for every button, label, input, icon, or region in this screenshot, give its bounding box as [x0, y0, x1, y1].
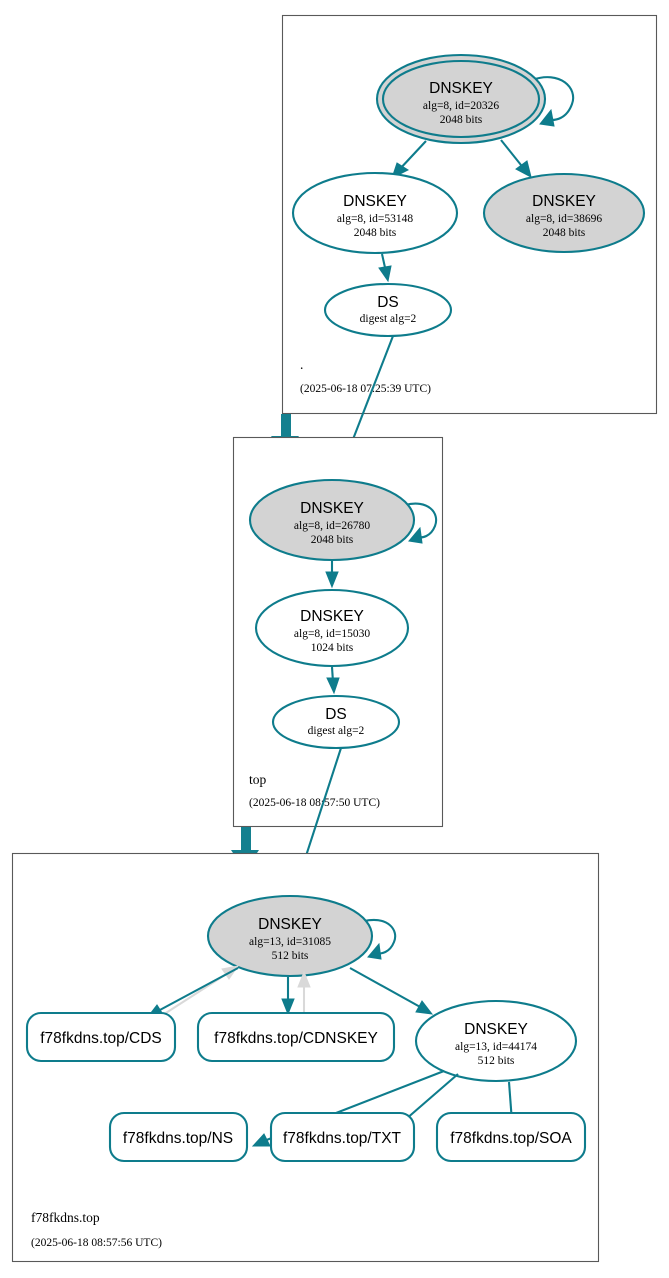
zone-top-name: top [249, 772, 267, 787]
zone-root: DNSKEY alg=8, id=20326 2048 bits DNSKEY … [281, 14, 658, 415]
node-leaf-ksk-shape [206, 894, 374, 978]
node-rr-ns-label: f78fkdns.top/NS [123, 1130, 233, 1147]
node-root-zsk-53148-shape [291, 171, 459, 255]
node-rr-cds[interactable]: f78fkdns.top/CDS [25, 1011, 177, 1063]
node-rr-cds-label: f78fkdns.top/CDS [40, 1030, 161, 1047]
zone-f78fkdns-top-name: f78fkdns.top [31, 1210, 100, 1225]
node-root-zsk-53148-size: 2048 bits [354, 227, 397, 239]
node-rr-cdnskey-label: f78fkdns.top/CDNSKEY [214, 1030, 378, 1047]
zone-top: DNSKEY alg=8, id=26780 2048 bits DNSKEY … [232, 436, 444, 828]
edge-top-zsk-to-ds [326, 666, 340, 695]
zone-root-timestamp: (2025-06-18 07:25:39 UTC) [300, 383, 431, 395]
edge-root-zsk53148-to-ds [378, 253, 392, 283]
edge-leaf-ksk-self-loop [363, 918, 397, 960]
node-leaf-zsk-title: DNSKEY [464, 1021, 528, 1038]
edge-cdnskey-to-leaf-ksk-reference [297, 970, 311, 1014]
edge-top-ksk-to-zsk [325, 561, 339, 589]
node-root-zsk-38696[interactable]: DNSKEY alg=8, id=38696 2048 bits [482, 172, 646, 254]
node-root-ksk-inner-ring [381, 59, 541, 139]
node-root-ds[interactable]: DS digest alg=2 [323, 282, 453, 338]
node-leaf-ksk-size: 512 bits [272, 950, 309, 962]
node-top-ds-params: digest alg=2 [308, 725, 365, 737]
node-rr-ns[interactable]: f78fkdns.top/NS [108, 1111, 249, 1163]
node-root-ksk-title: DNSKEY [429, 80, 493, 97]
node-top-ksk-title: DNSKEY [300, 500, 364, 517]
node-top-zsk-size: 1024 bits [311, 642, 354, 654]
node-top-ds[interactable]: DS digest alg=2 [271, 694, 401, 750]
node-top-ds-shape [271, 694, 401, 750]
node-root-zsk-38696-title: DNSKEY [532, 193, 596, 210]
node-leaf-zsk-size: 512 bits [478, 1055, 515, 1067]
node-top-zsk-shape [254, 588, 410, 668]
node-top-ksk[interactable]: DNSKEY alg=8, id=26780 2048 bits [248, 478, 416, 562]
zone-f78fkdns-top: DNSKEY alg=13, id=31085 512 bits [11, 852, 600, 1263]
node-top-ksk-size: 2048 bits [311, 534, 354, 546]
node-top-ksk-shape [248, 478, 416, 562]
zone-top-timestamp: (2025-06-18 08:57:50 UTC) [249, 797, 380, 809]
zone-f78fkdns-top-timestamp: (2025-06-18 08:57:56 UTC) [31, 1237, 162, 1249]
node-root-ksk-size: 2048 bits [440, 114, 483, 126]
node-top-zsk-params: alg=8, id=15030 [294, 628, 370, 640]
node-leaf-ksk[interactable]: DNSKEY alg=13, id=31085 512 bits [206, 894, 374, 978]
node-leaf-zsk-shape [414, 999, 578, 1083]
node-rr-cdnskey[interactable]: f78fkdns.top/CDNSKEY [196, 1011, 396, 1063]
node-top-zsk-title: DNSKEY [300, 608, 364, 625]
node-rr-txt-shape [269, 1111, 416, 1163]
node-root-ds-shape [323, 282, 453, 338]
node-leaf-ksk-title: DNSKEY [258, 916, 322, 933]
node-rr-soa[interactable]: f78fkdns.top/SOA [435, 1111, 587, 1163]
node-leaf-zsk[interactable]: DNSKEY alg=13, id=44174 512 bits [414, 999, 578, 1083]
node-root-zsk-38696-size: 2048 bits [543, 227, 586, 239]
node-rr-cds-shape [25, 1011, 177, 1063]
node-root-ksk[interactable]: DNSKEY alg=8, id=20326 2048 bits [375, 53, 547, 145]
edge-leaf-ksk-to-cdnskey [281, 977, 295, 1016]
node-top-ksk-params: alg=8, id=26780 [294, 520, 370, 532]
zone-root-name: . [300, 357, 303, 372]
node-root-ds-params: digest alg=2 [360, 313, 417, 325]
node-root-zsk-53148[interactable]: DNSKEY alg=8, id=53148 2048 bits [291, 171, 459, 255]
node-root-ksk-params: alg=8, id=20326 [423, 100, 499, 112]
node-rr-txt[interactable]: f78fkdns.top/TXT [269, 1111, 416, 1163]
node-rr-soa-label: f78fkdns.top/SOA [450, 1130, 572, 1147]
node-root-zsk-38696-shape [482, 172, 646, 254]
node-top-zsk[interactable]: DNSKEY alg=8, id=15030 1024 bits [254, 588, 410, 668]
edge-root-ksk-to-zsk38696 [500, 139, 532, 178]
node-root-ds-title: DS [377, 294, 399, 311]
node-rr-ns-shape [108, 1111, 249, 1163]
node-root-zsk-53148-title: DNSKEY [343, 193, 407, 210]
node-top-ds-title: DS [325, 706, 347, 723]
node-rr-soa-shape [435, 1111, 587, 1163]
edge-top-ksk-self-loop [404, 502, 438, 544]
node-root-zsk-38696-params: alg=8, id=38696 [526, 213, 602, 225]
node-root-zsk-53148-params: alg=8, id=53148 [337, 213, 413, 225]
edge-leaf-ksk-to-leaf-zsk [349, 967, 434, 1015]
edge-root-ksk-self-loop [531, 76, 575, 127]
node-rr-txt-label: f78fkdns.top/TXT [283, 1130, 402, 1147]
node-rr-cdnskey-shape [196, 1011, 396, 1063]
node-leaf-zsk-params: alg=13, id=44174 [455, 1041, 537, 1053]
node-leaf-ksk-params: alg=13, id=31085 [249, 936, 331, 948]
